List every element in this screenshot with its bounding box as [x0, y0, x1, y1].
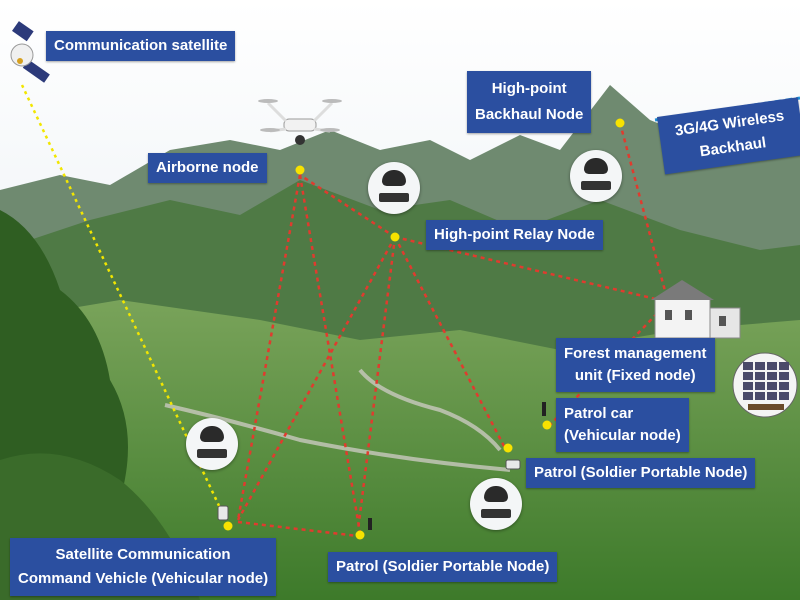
- soldier-icon: [368, 518, 372, 530]
- road: [164, 368, 511, 472]
- label-communication-satellite: Communication satellite: [46, 31, 236, 61]
- link-airborne-command: [236, 174, 302, 521]
- drone-icon: [258, 99, 342, 145]
- patrol-vehicle-icon: [505, 459, 521, 470]
- camera-icon: [186, 418, 238, 470]
- link-backhaul-forest: [618, 122, 670, 303]
- camera-icon: [368, 162, 420, 214]
- relay-node-dot: [390, 232, 400, 242]
- patrol-right-node-dot: [503, 443, 513, 453]
- house-icon: [651, 280, 741, 339]
- label-highpoint-backhaul-node: High-point Backhaul Node: [467, 71, 592, 133]
- label-patrol-soldier-right: Patrol (Soldier Portable Node): [526, 458, 756, 488]
- airborne-node-dot: [295, 165, 305, 175]
- link-relay-command: [236, 236, 397, 521]
- command-node-dot: [223, 521, 233, 531]
- patrolcar-node-dot: [542, 420, 552, 430]
- camera-icon: [470, 478, 522, 530]
- camera-icon: [570, 150, 622, 202]
- backhaul-node-dot: [615, 118, 625, 128]
- monitor-wall-icon: [732, 352, 798, 418]
- label-forest-management-unit: Forest management unit (Fixed node): [556, 338, 715, 392]
- soldier-icon: [542, 402, 546, 416]
- label-patrol-soldier-bottom: Patrol (Soldier Portable Node): [328, 552, 558, 582]
- link-relay-patrol: [356, 236, 397, 531]
- link-relay-forest: [394, 235, 661, 302]
- satellite-icon: [10, 21, 50, 83]
- label-satellite-command-vehicle: Satellite Communication Command Vehicle …: [10, 538, 277, 596]
- command-vehicle-icon: [217, 505, 229, 521]
- label-airborne-node: Airborne node: [148, 153, 267, 183]
- patrol-bottom-node-dot: [355, 530, 365, 540]
- label-patrol-car: Patrol car (Vehicular node): [556, 398, 689, 452]
- link-relay-airborne: [299, 173, 396, 239]
- label-highpoint-relay-node: High-point Relay Node: [426, 220, 603, 250]
